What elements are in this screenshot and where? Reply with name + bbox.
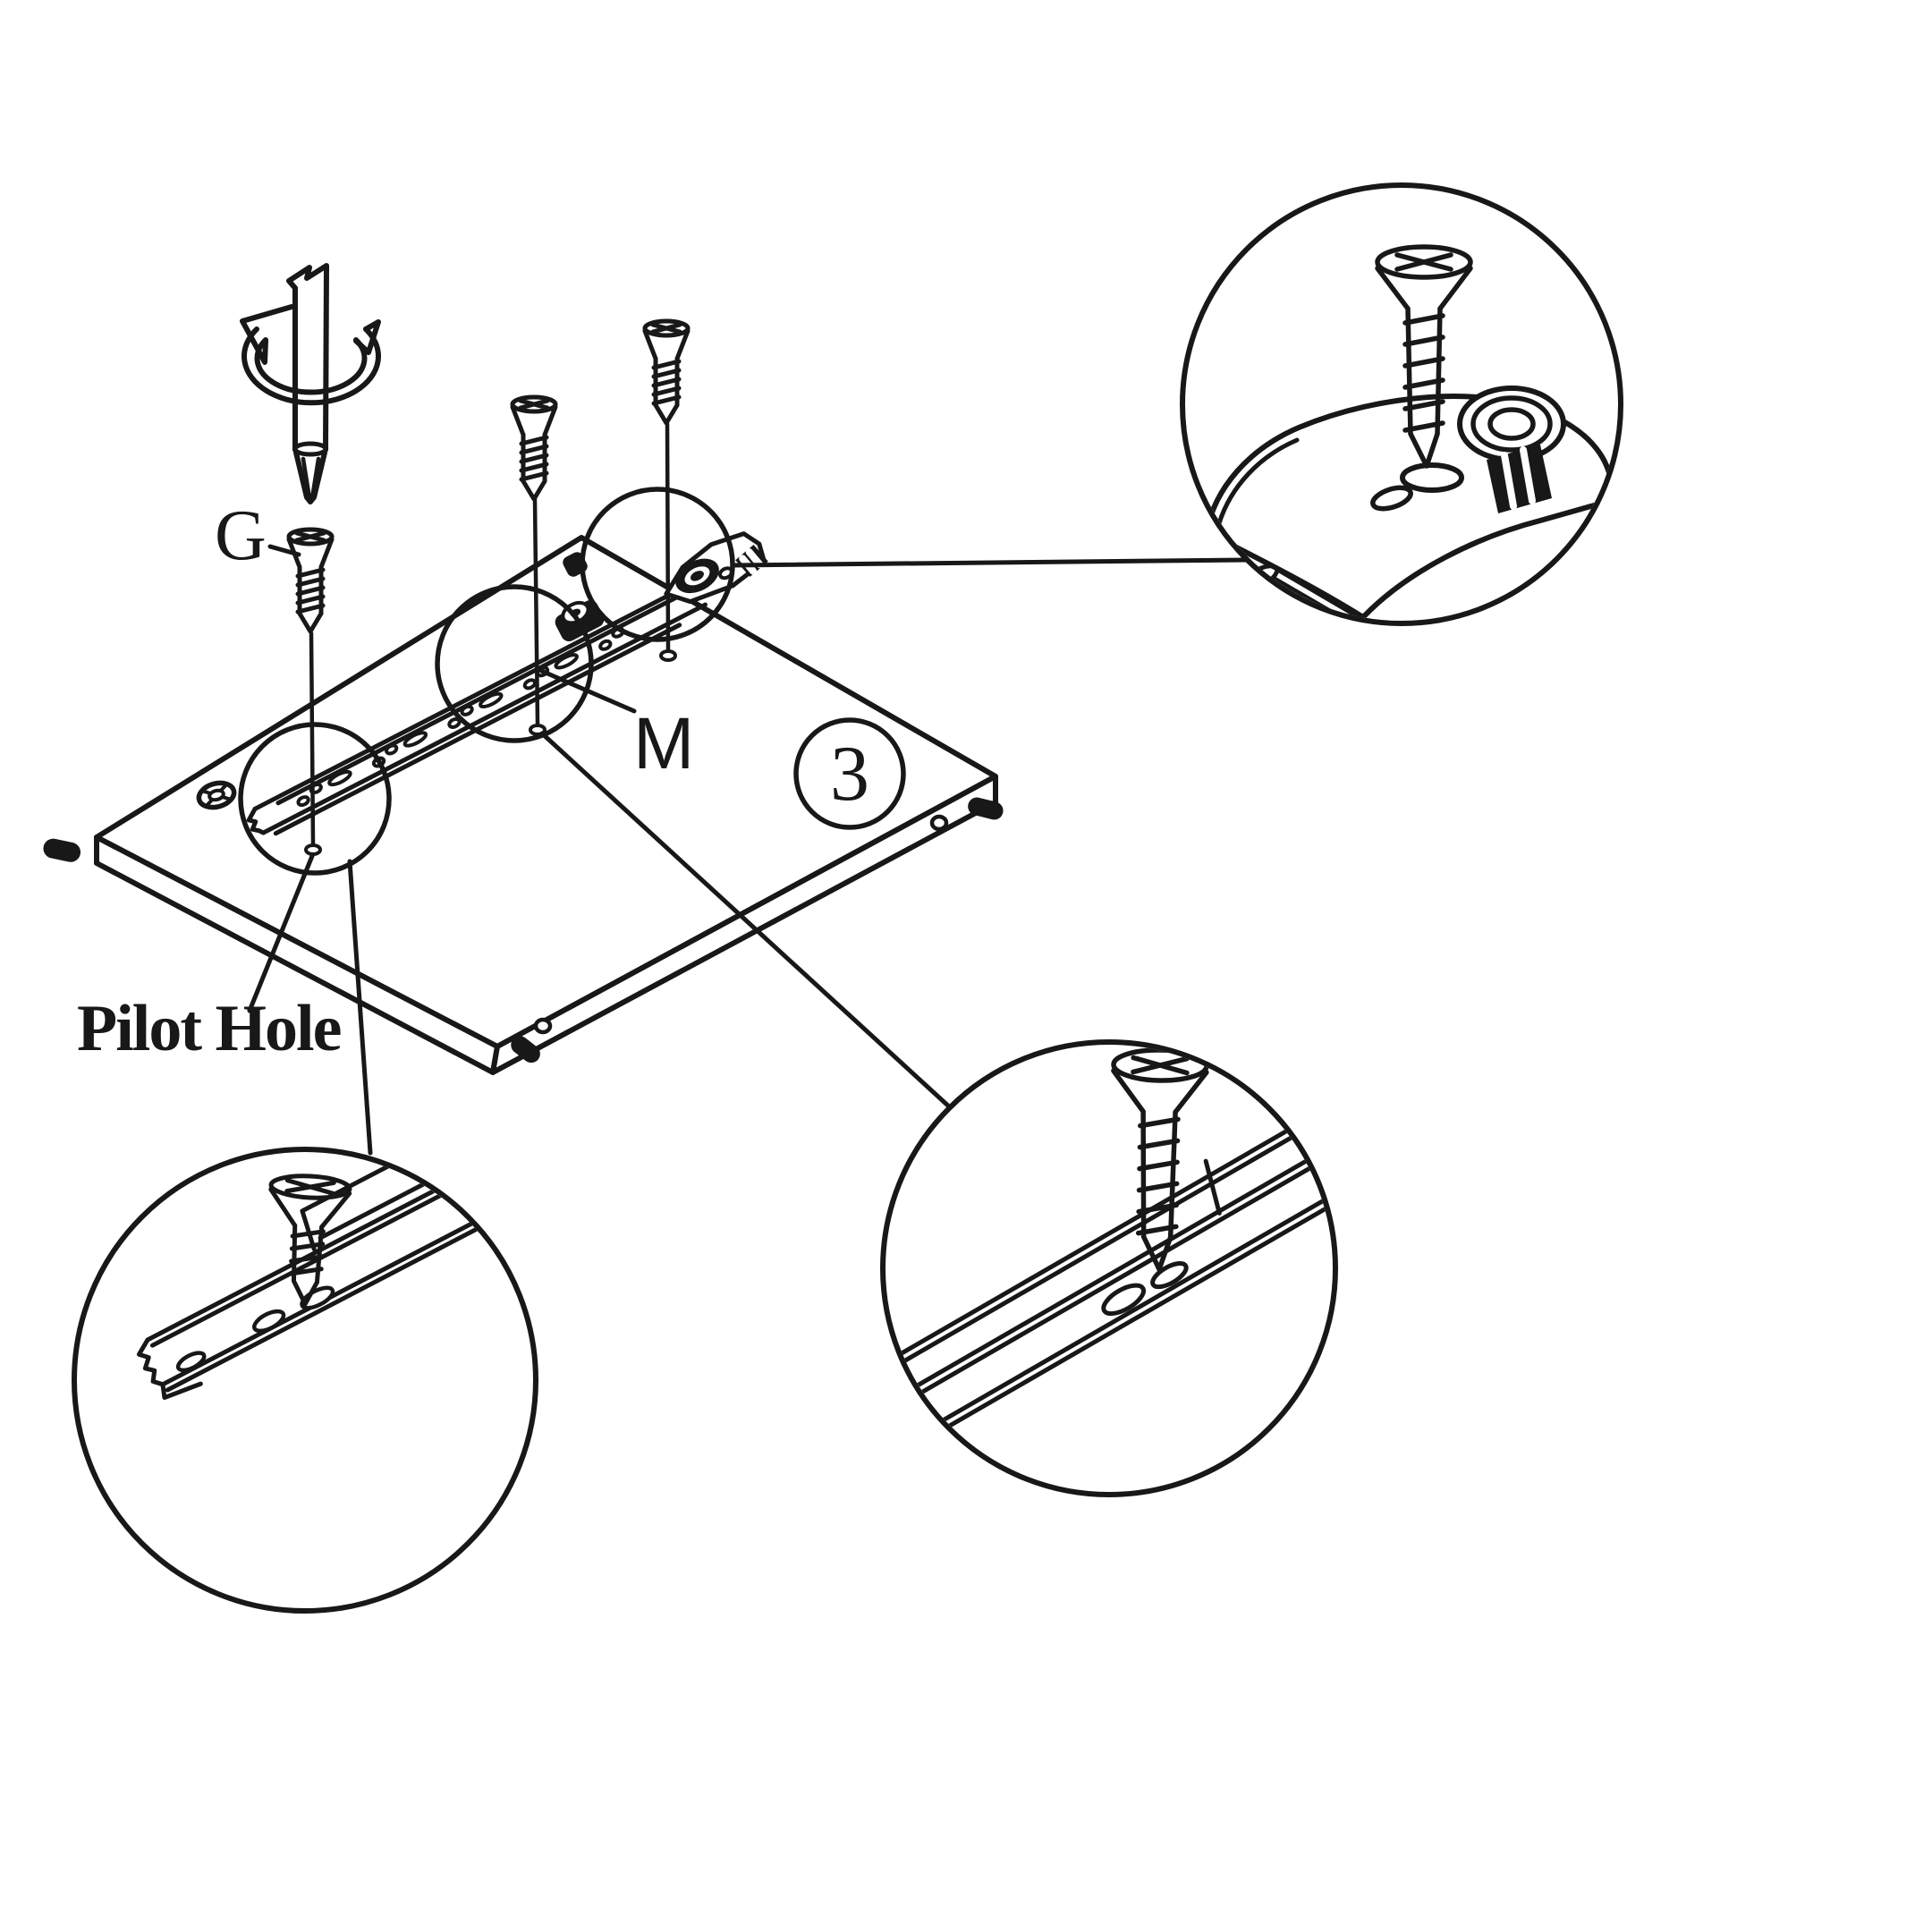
detail-br-seam — [1203, 1158, 1222, 1216]
detail-circle-bottom-right — [880, 1039, 1338, 1497]
leader-m-label — [537, 667, 637, 714]
detail-tr-roller — [1457, 386, 1566, 513]
screw-g-icon — [289, 530, 332, 631]
striped-band — [735, 545, 768, 577]
rotation-arrow-icon — [240, 304, 381, 406]
screw-m-middle-icon — [513, 397, 555, 499]
detail-bottom-right — [880, 1039, 1338, 1497]
detail-bl-scalloped-end — [136, 1337, 165, 1387]
side-hole-bottom — [533, 1017, 553, 1035]
dowel-pin-bottom — [511, 1036, 540, 1063]
side-hole-right — [929, 814, 949, 832]
leader-lines — [247, 544, 1250, 1156]
detail-circle-top-right — [1180, 182, 1623, 626]
detail-top-right — [1180, 182, 1623, 626]
leader-pilot-hole-label — [247, 853, 315, 1013]
detail-circle-bottom-left — [72, 1147, 538, 1614]
target-dot-right — [659, 649, 677, 662]
callout-circle-left — [238, 722, 392, 876]
detail-bottom-left — [72, 1147, 538, 1614]
callout-circle-middle — [435, 584, 594, 743]
pilot-hole-dot — [304, 843, 322, 856]
screw-m-right-icon — [645, 321, 688, 423]
rail-front-bracket — [664, 531, 768, 605]
step-number: 3 — [830, 731, 869, 818]
label-pilot-hole: Pilot Hole — [77, 992, 341, 1065]
dowel-pin-right — [968, 797, 1004, 820]
detail-tr-oval-hole — [1370, 485, 1413, 512]
detail-bl-hole-2 — [251, 1309, 286, 1334]
cam-fitting — [196, 780, 237, 810]
detail-br-hole-2 — [1101, 1283, 1147, 1317]
leader-to-top-right-detail — [730, 557, 1250, 568]
leader-to-bottom-right-detail — [539, 731, 953, 1110]
label-screw-g: G — [215, 496, 267, 575]
board-panel — [43, 535, 1004, 1075]
label-screw-m: M — [633, 703, 694, 784]
screw-guide-lines — [309, 421, 671, 847]
dowel-pin-left — [43, 838, 81, 862]
detail-br-screw-hole — [1150, 1261, 1189, 1290]
detail-bl-hole-1 — [175, 1351, 207, 1373]
rail-scalloped-end — [246, 806, 266, 835]
step-badge: 3 — [793, 717, 906, 830]
screwdriver-icon — [240, 263, 381, 504]
detail-tr-screw-hole — [1400, 462, 1464, 493]
leader-to-bottom-left-detail — [347, 859, 373, 1156]
